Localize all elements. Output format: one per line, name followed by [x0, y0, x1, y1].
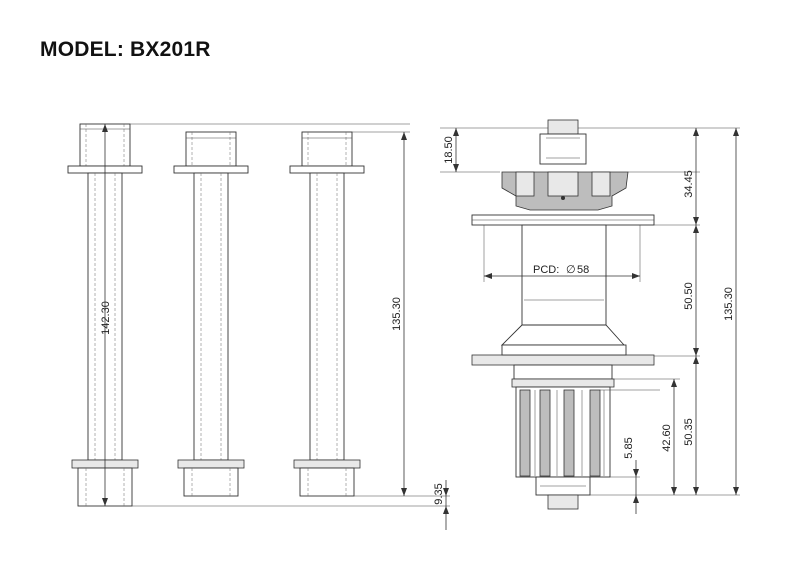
hub-dimension-34-45: 34.45 — [683, 128, 699, 225]
pcd-diameter-symbol: ∅ — [566, 264, 576, 276]
hub-dimension-135-30: 135.30 — [723, 128, 739, 495]
axle-3 — [289, 131, 365, 497]
hub-rotor-mount-label: 34.45 — [683, 170, 695, 198]
hub-dimension-18-50: 18.50 — [440, 127, 548, 172]
hub-cassette-body-label: 42.60 — [661, 424, 673, 452]
axle-length-135-label: 135.30 — [391, 297, 403, 331]
axle-offset-label: 9.35 — [433, 483, 445, 504]
hub-dimension-50-35: 50.35 — [683, 356, 699, 495]
axle-length-142-label: 142.30 — [100, 301, 112, 335]
hub-endcap-label: 18.50 — [443, 136, 455, 164]
hub-dimension-5-85: 5.85 — [623, 437, 639, 514]
hub-cassette-end-label: 5.85 — [623, 437, 635, 458]
rear-hub — [471, 119, 655, 510]
hub-dimension-42-60: 42.60 — [661, 379, 677, 495]
model-title: MODEL: BX201R — [40, 38, 211, 61]
pcd-label: PCD: — [533, 264, 559, 276]
axle-dimension-135: 135.30 — [352, 131, 410, 496]
axle-dimension-9-35: 9.35 — [433, 480, 449, 530]
hub-cassette-top-label: 50.35 — [683, 418, 695, 446]
axle-1: 142.30 — [67, 123, 143, 507]
hub-overall-label: 135.30 — [723, 287, 735, 321]
pcd-dimension: PCD: ∅ 58 — [483, 225, 641, 282]
hub-flange-spacing-label: 50.50 — [683, 282, 695, 310]
pcd-value: 58 — [577, 264, 589, 276]
hub-dimension-50-50: 50.50 — [683, 225, 699, 356]
axle-2 — [173, 131, 249, 497]
